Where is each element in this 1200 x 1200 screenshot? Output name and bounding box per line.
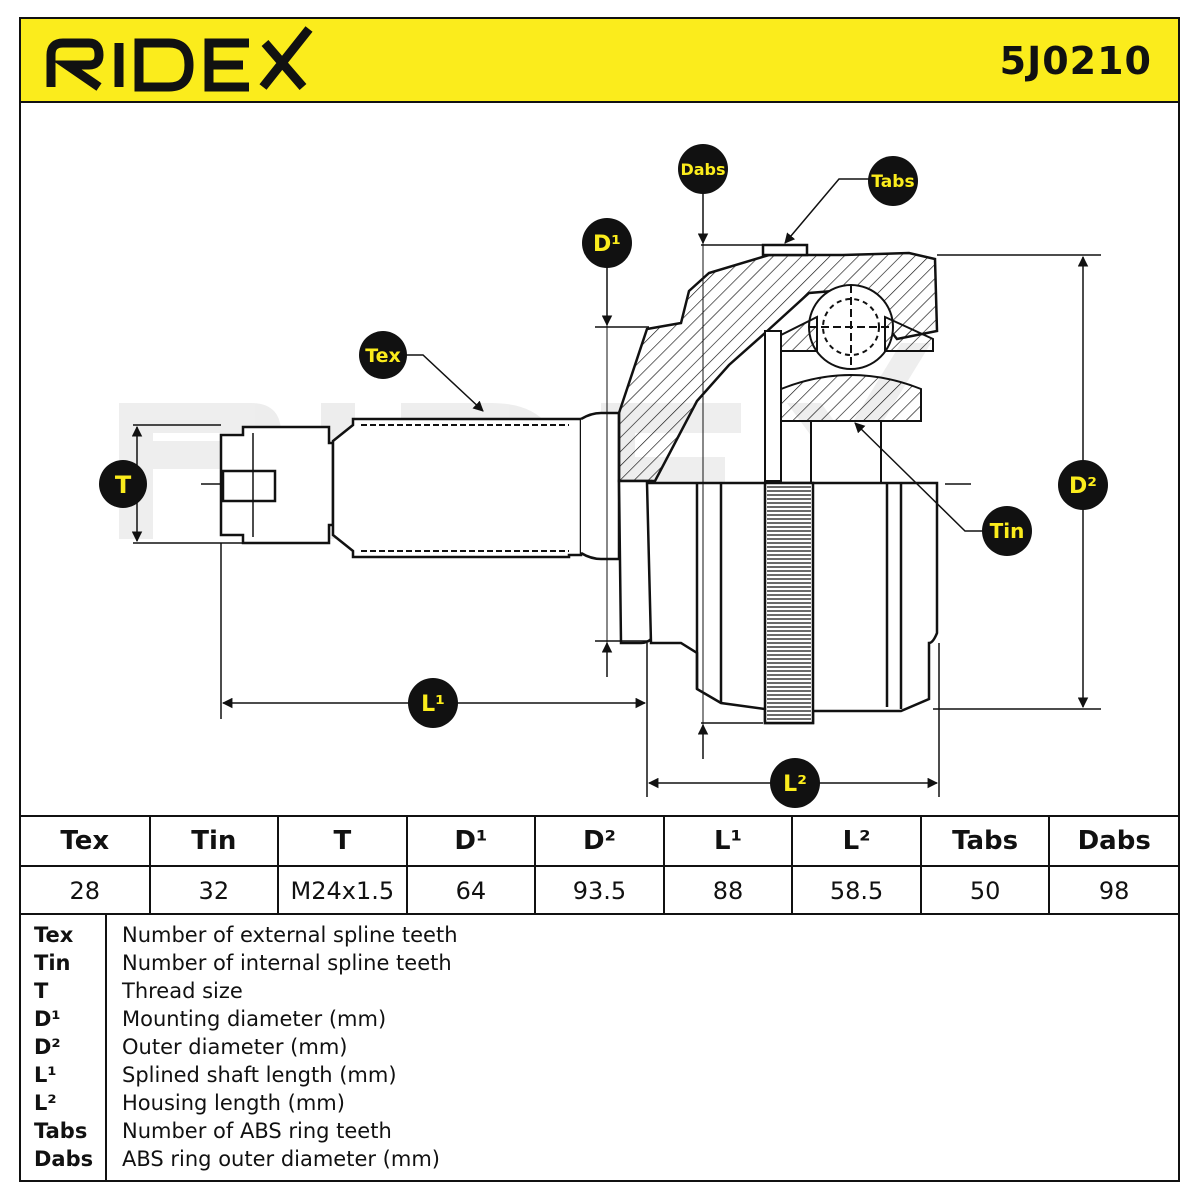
part-number: 5J0210	[999, 39, 1152, 83]
svg-text:D²: D²	[1069, 474, 1097, 499]
technical-drawing: T Tex D¹ Dabs Tabs D²	[21, 103, 1178, 815]
callout-dabs: Dabs	[678, 144, 728, 194]
legend-key: T	[34, 979, 49, 1003]
spec-header-cell: Tabs	[919, 817, 1050, 867]
callout-l2: L²	[770, 758, 820, 808]
spec-value-cell: 50	[919, 866, 1050, 915]
ridex-logo	[46, 26, 313, 92]
ball	[808, 284, 894, 370]
spec-header-row: Tex Tin T D¹ D² L¹ L² Tabs Dabs	[21, 817, 1178, 867]
legend-description: Thread size	[122, 979, 243, 1003]
legend-row: Tex Number of external spline teeth	[21, 921, 1178, 949]
abs-ring	[763, 481, 815, 725]
legend-description: Outer diameter (mm)	[122, 1035, 348, 1059]
legend-row: L¹ Splined shaft length (mm)	[21, 1061, 1178, 1089]
callout-tin: Tin	[982, 506, 1032, 556]
legend-description: Mounting diameter (mm)	[122, 1007, 387, 1031]
legend-description: Splined shaft length (mm)	[122, 1063, 397, 1087]
legend-row: D¹ Mounting diameter (mm)	[21, 1005, 1178, 1033]
splined-shaft	[331, 411, 621, 561]
legend-key: Tabs	[34, 1119, 88, 1143]
legend: Tex Number of external spline teeth Tin …	[21, 915, 1178, 1182]
svg-text:Tabs: Tabs	[871, 172, 914, 192]
svg-text:Dabs: Dabs	[680, 160, 725, 179]
page-frame: 5J0210	[19, 17, 1180, 1182]
spec-value-cell: M24x1.5	[277, 866, 407, 915]
svg-text:Tex: Tex	[365, 345, 401, 367]
inner-race	[764, 315, 934, 484]
legend-row: Dabs ABS ring outer diameter (mm)	[21, 1145, 1178, 1173]
spec-value-cell: 64	[405, 866, 536, 915]
legend-key: L¹	[34, 1063, 57, 1087]
svg-text:Tin: Tin	[990, 519, 1025, 543]
spec-table: Tex Tin T D¹ D² L¹ L² Tabs Dabs 28 32 M2…	[21, 815, 1178, 915]
spec-header-cell: Tex	[21, 817, 150, 867]
legend-row: D² Outer diameter (mm)	[21, 1033, 1178, 1061]
legend-row: L² Housing length (mm)	[21, 1089, 1178, 1117]
spec-header-cell: T	[277, 817, 407, 867]
legend-description: Number of external spline teeth	[122, 923, 458, 947]
legend-key: Dabs	[34, 1147, 94, 1171]
legend-row: Tin Number of internal spline teeth	[21, 949, 1178, 977]
threaded-stub	[219, 425, 335, 545]
spec-header-cell: D²	[534, 817, 664, 867]
svg-text:D¹: D¹	[593, 232, 621, 257]
legend-description: Housing length (mm)	[122, 1091, 345, 1115]
callout-t: T	[99, 460, 147, 508]
spec-header-cell: L¹	[662, 817, 793, 867]
spec-value-cell: 32	[148, 866, 279, 915]
spec-value-cell: 58.5	[791, 866, 921, 915]
spec-value-cell: 98	[1048, 866, 1178, 915]
callout-tex: Tex	[359, 331, 407, 379]
callout-tabs: Tabs	[868, 156, 918, 206]
legend-row: Tabs Number of ABS ring teeth	[21, 1117, 1178, 1145]
callout-l1: L¹	[408, 678, 458, 728]
spec-value-cell: 28	[69, 877, 101, 905]
callout-d1: D¹	[582, 218, 632, 268]
svg-text:T: T	[115, 471, 132, 499]
legend-key: D¹	[34, 1007, 61, 1031]
legend-key: L²	[34, 1091, 57, 1115]
spec-grid: Tex Tin T D¹ D² L¹ L² Tabs Dabs 28 32 M2…	[21, 817, 1178, 915]
legend-key: Tex	[34, 923, 74, 947]
legend-description: Number of ABS ring teeth	[122, 1119, 392, 1143]
svg-text:L¹: L¹	[421, 692, 445, 717]
legend-key: Tin	[34, 951, 71, 975]
spec-header-cell: D¹	[405, 817, 536, 867]
spec-header-cell: Dabs	[1048, 817, 1178, 867]
spec-header-cell: L²	[791, 817, 921, 867]
legend-key: D²	[34, 1035, 61, 1059]
legend-description: Number of internal spline teeth	[122, 951, 452, 975]
legend-divider	[105, 915, 107, 1182]
spec-value-cell: 88	[662, 866, 793, 915]
legend-description: ABS ring outer diameter (mm)	[122, 1147, 440, 1171]
legend-row: T Thread size	[21, 977, 1178, 1005]
header-bar: 5J0210	[21, 19, 1178, 103]
cv-joint-drawing: T Tex D¹ Dabs Tabs D²	[99, 144, 1108, 808]
callout-d2: D²	[1058, 460, 1108, 510]
spec-header-cell: Tin	[148, 817, 279, 867]
spec-value-row: 28 32 M24x1.5 64 93.5 88 58.5 50 98	[21, 866, 1178, 915]
spec-value-cell: 93.5	[534, 866, 664, 915]
svg-text:L²: L²	[783, 772, 807, 797]
